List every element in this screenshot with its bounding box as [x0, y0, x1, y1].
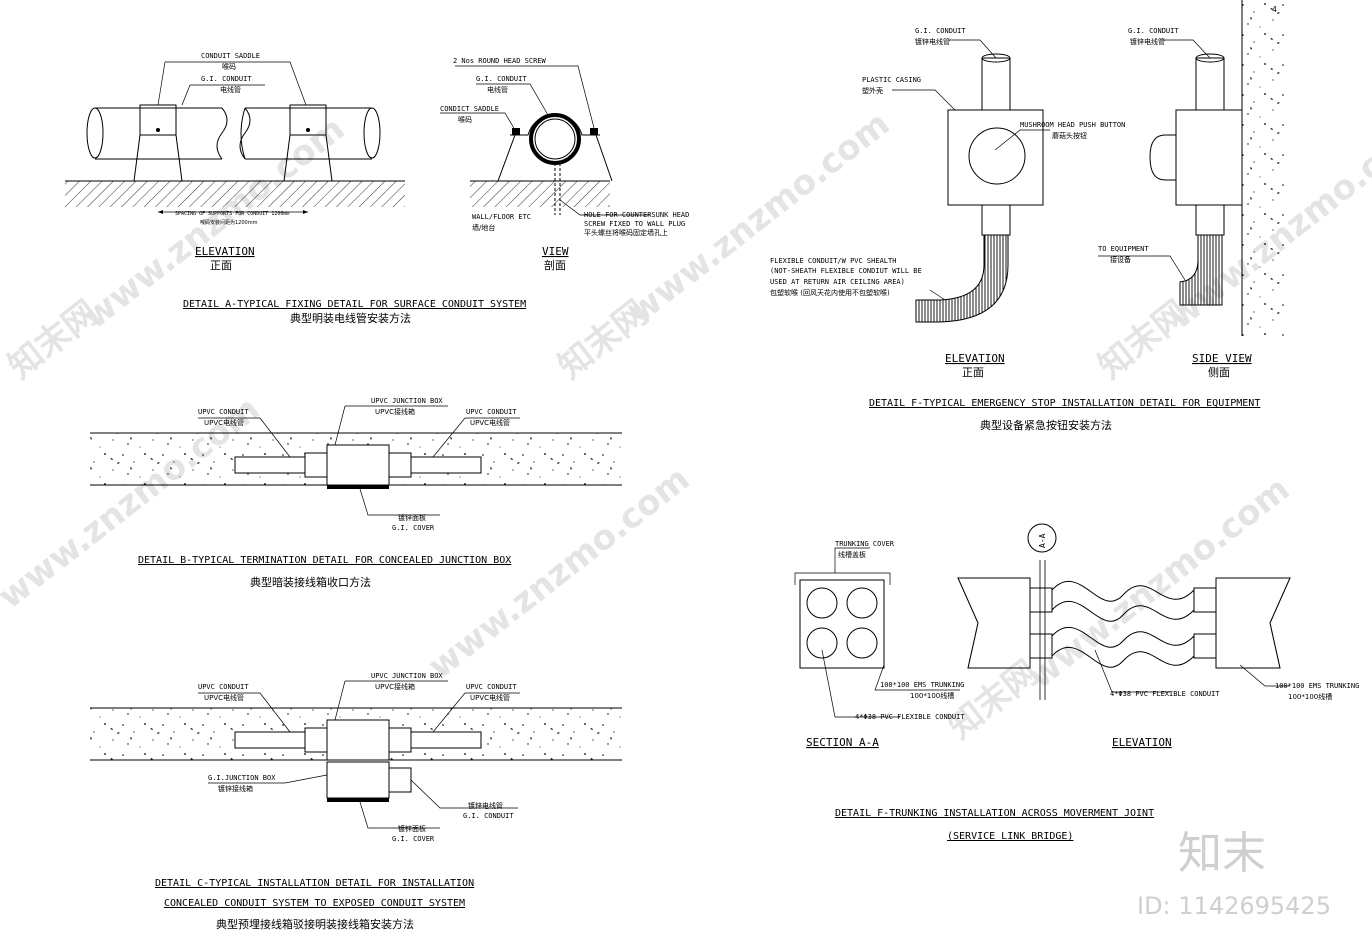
c-upvc-conduit: UPVC CONDUIT: [198, 683, 249, 691]
f2-section-marker: A-A: [1038, 533, 1047, 548]
detail-c-title-1: DETAIL C-TYPICAL INSTALLATION DETAIL FOR…: [155, 878, 474, 889]
c-gi-conduit: G.I. CONDUIT: [463, 812, 514, 820]
f1-mushroom: MUSHROOM HEAD PUSH BUTTON: [1020, 121, 1125, 129]
detail-a-title: DETAIL A-TYPICAL FIXING DETAIL FOR SURFA…: [183, 299, 526, 310]
c-upvc-conduit-r: UPVC CONDUIT: [466, 683, 517, 691]
c-cover-label: G.I. COVER: [392, 835, 435, 843]
c-gi-box-cn: 镀锌接线箱: [218, 784, 253, 793]
b-upvc-conduit: UPVC CONDUIT: [198, 408, 249, 416]
b-junction-box: UPVC JUNCTION BOX: [371, 397, 443, 405]
f1-plastic-casing: PLASTIC CASING: [862, 76, 921, 84]
f1-mushroom-cn: 蘑菇头按钮: [1052, 131, 1087, 140]
c-cover-cn: 镀锌面板: [398, 824, 426, 833]
detail-f-emergency: G.I. CONDUIT 镀锌电线管 PLASTIC CASING 塑外壳 MU…: [770, 0, 1284, 432]
f1-flex-3: USED AT RETURN AIR CEILING AREA): [770, 278, 905, 286]
elevation-label: ELEVATION: [195, 245, 255, 258]
gi-conduit-label: G.I. CONDUIT: [201, 75, 252, 83]
spacing-label: SPACING OF SUPPORTS FOR CONDUIT 1200mm: [175, 211, 289, 217]
f2-section-label: SECTION A-A: [806, 736, 879, 749]
view-cn: 剖面: [544, 258, 566, 272]
f2-elev-pvc-flex: 4*Φ38 PVC FLEXIBLE CONDUIT: [1110, 690, 1220, 698]
hole-label-1: HOLE FOR COUNTERSUNK HEAD: [584, 211, 689, 219]
c-gi-box: G.I.JUNCTION BOX: [208, 774, 276, 782]
f2-trunking-cover-cn: 线槽盖板: [838, 550, 866, 559]
spacing-cn: 喉码安装间距为1200mm: [200, 219, 258, 226]
b-junction-box-cn: UPVC接线箱: [375, 407, 415, 416]
detail-f-trunking: TRUNKING COVER 线槽盖板 100*100 EMS TRUNKING…: [794, 523, 1359, 842]
c-upvc-conduit-r-cn: UPVC电线管: [470, 693, 510, 702]
c-junction-box-cn: UPVC接线箱: [375, 682, 415, 691]
wall-floor-cn: 墙/地台: [472, 223, 495, 232]
detail-a-title-cn: 典型明装电线管安装方法: [290, 311, 411, 325]
b-cover-label: G.I. COVER: [392, 524, 435, 532]
screw-label: 2 Nos ROUND HEAD SCREW: [453, 57, 547, 65]
f1-elevation-cn: 正面: [962, 366, 984, 379]
hole-cn: 平头螺丝将喉码固定墙孔上: [584, 228, 668, 237]
f1-gi-conduit: G.I. CONDUIT: [915, 27, 966, 35]
f2-elev-ems: 100*100 EMS TRUNKING: [1275, 682, 1359, 690]
f1-gi-conduit-cn: 镀锌电线管: [915, 37, 950, 46]
id-watermark: ID: 1142695425: [1137, 892, 1331, 920]
detail-b: UPVC CONDUIT UPVC电线管 UPVC JUNCTION BOX U…: [90, 397, 622, 589]
f1-side-gi-conduit-cn: 镀锌电线管: [1130, 37, 1165, 46]
hole-label-2: SCREW FIXED TO WALL PLUG: [584, 220, 685, 228]
f1-flex-cn: 包塑软喉 (回风天花内使用不包塑软喉): [770, 288, 890, 297]
view-gi-conduit: G.I. CONDUIT: [476, 75, 527, 83]
f1-side-gi-conduit: G.I. CONDUIT: [1128, 27, 1179, 35]
detail-b-title-cn: 典型暗装接线箱收口方法: [250, 575, 371, 589]
f1-flex-1: FLEXIBLE CONDUIT/W PVC SHEALTH: [770, 257, 896, 265]
b-cover-cn: 镀锌面板: [398, 513, 426, 522]
ground-hatch: [65, 181, 405, 207]
view-saddle-label: CONDICT SADDLE: [440, 105, 499, 113]
f1-side-view-cn: 侧面: [1208, 366, 1230, 379]
elevation-cn: 正面: [210, 259, 232, 272]
f1-elevation: ELEVATION: [945, 352, 1005, 365]
f2-trunking-cover: TRUNKING COVER: [835, 540, 895, 548]
c-junction-box: UPVC JUNCTION BOX: [371, 672, 443, 680]
b-upvc-conduit-cn: UPVC电线管: [204, 418, 244, 427]
b-upvc-conduit-r-cn: UPVC电线管: [470, 418, 510, 427]
f1-to-equipment-cn: 接设备: [1110, 255, 1131, 264]
f2-pvc-flex: 4*Φ38 PVC FLEXIBLE CONDUIT: [855, 713, 965, 721]
detail-f1-title-cn: 典型设备紧急按钮安装方法: [980, 418, 1112, 432]
detail-f2-title-2: (SERVICE LINK BRIDGE): [947, 831, 1073, 842]
f2-ems-trunking: 100*100 EMS TRUNKING: [880, 681, 964, 689]
view-label: VIEW: [542, 245, 569, 258]
c-upvc-conduit-cn: UPVC电线管: [204, 693, 244, 702]
detail-a: CONDUIT SADDLE 喉码 G.I. CONDUIT 电线管 SPACI…: [65, 52, 689, 325]
detail-f1-title: DETAIL F-TYPICAL EMERGENCY STOP INSTALLA…: [869, 398, 1260, 409]
view-gi-conduit-cn: 电线管: [487, 85, 508, 94]
f2-ems-trunking-cn: 100*100线槽: [910, 691, 954, 700]
corner-mark: 4: [1272, 5, 1277, 14]
b-upvc-conduit-r: UPVC CONDUIT: [466, 408, 517, 416]
f2-elev-ems-cn: 100*100线槽: [1288, 692, 1332, 701]
f2-elevation-label: ELEVATION: [1112, 736, 1172, 749]
conduit-saddle-label: CONDUIT SADDLE: [201, 52, 260, 60]
f1-side-view: SIDE VIEW: [1192, 352, 1252, 365]
gi-conduit-cn: 电线管: [220, 85, 241, 94]
detail-f2-title-1: DETAIL F-TRUNKING INSTALLATION ACROSS MO…: [835, 808, 1154, 819]
view-saddle-cn: 喉码: [458, 115, 472, 124]
brand-watermark: 知末: [1178, 828, 1266, 879]
f1-flex-2: (NOT-SHEATH FLEXIBLE CONDIUT WILL BE: [770, 267, 922, 275]
detail-c: UPVC CONDUIT UPVC电线管 UPVC JUNCTION BOX U…: [90, 672, 622, 931]
conduit-saddle-cn: 喉码: [222, 62, 236, 71]
f1-plastic-casing-cn: 塑外壳: [862, 86, 883, 95]
watermark-text: www.znzmo.com: [421, 459, 697, 687]
detail-b-title: DETAIL B-TYPICAL TERMINATION DETAIL FOR …: [138, 555, 511, 566]
wall-floor-label: WALL/FLOOR ETC: [472, 213, 531, 221]
f1-to-equipment: TO EQUIPMENT: [1098, 245, 1149, 253]
detail-c-title-cn: 典型预埋接线箱驳接明装接线箱安装方法: [216, 917, 414, 931]
c-gi-conduit-cn: 镀锌电线管: [468, 801, 503, 810]
detail-c-title-2: CONCEALED CONDUIT SYSTEM TO EXPOSED COND…: [164, 898, 465, 909]
